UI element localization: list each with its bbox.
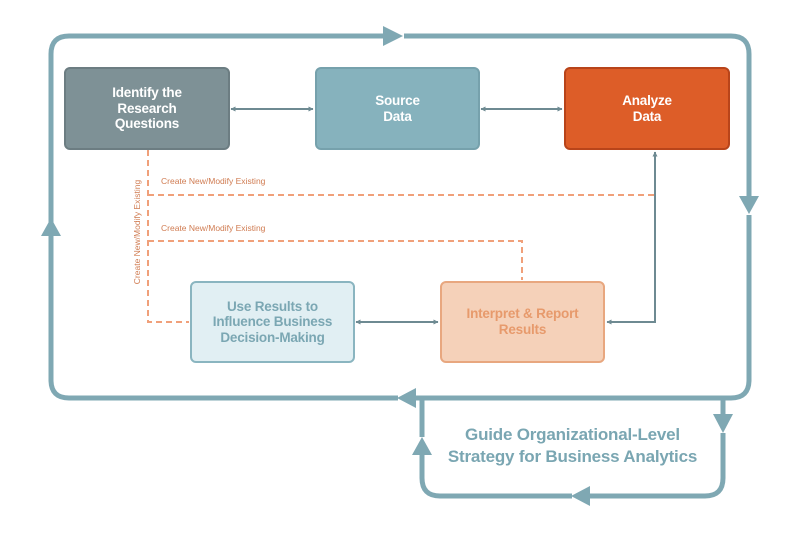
analyze-data-box: Analyze Data — [564, 67, 730, 150]
dashed-feedback — [147, 150, 655, 323]
loop-arrow-right-icon — [739, 196, 759, 214]
outer-loop-arrowheads — [41, 26, 759, 408]
connectors — [230, 106, 658, 325]
strategy-title: Guide Organizational-Level Strategy for … — [447, 425, 698, 467]
dashed-lower-line — [148, 240, 523, 280]
strategy-arrow-bottom-icon — [571, 486, 590, 506]
source-data-box: Source Data — [315, 67, 480, 150]
loop-arrow-bottom-icon — [397, 388, 416, 408]
identify-research-questions-box: Identify the Research Questions — [64, 67, 230, 150]
loop-arrow-top-icon — [383, 26, 403, 46]
strategy-loop — [419, 398, 726, 499]
dashed-label-upper: Create New/Modify Existing — [161, 176, 266, 186]
dashed-label-lower: Create New/Modify Existing — [161, 223, 266, 233]
interpret-analyze-arrow — [606, 151, 658, 325]
strategy-loop-arrowheads — [412, 414, 733, 506]
outer-loop — [48, 33, 752, 401]
dashed-vertical-line — [147, 150, 189, 323]
use-results-box: Use Results to Influence Business Decisi… — [190, 281, 355, 363]
strategy-arrow-left-icon — [412, 437, 432, 455]
interpret-report-box: Interpret & Report Results — [440, 281, 605, 363]
loop-arrow-left-icon — [41, 218, 61, 236]
strategy-arrow-right-icon — [713, 414, 733, 433]
dashed-label-vertical: Create New/Modify Existing — [132, 179, 142, 285]
